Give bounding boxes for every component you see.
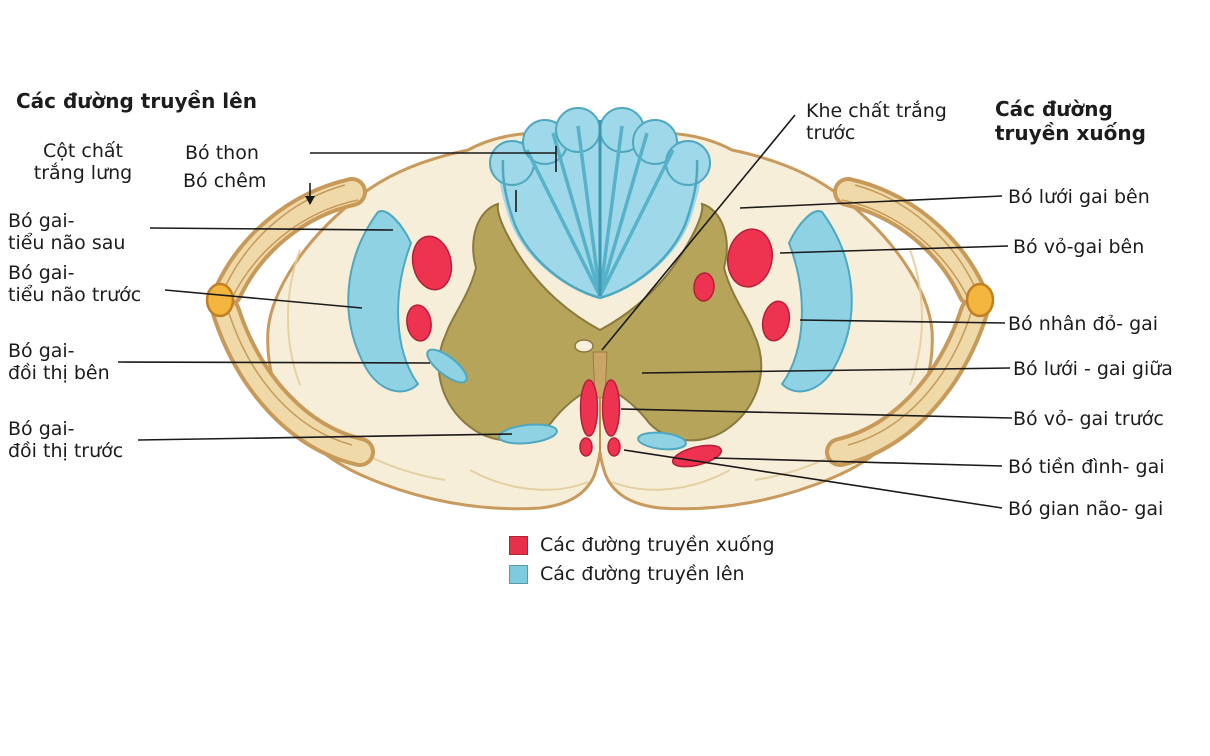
root-stub-right	[965, 282, 995, 318]
tract-corticospinal-anterior-left	[579, 379, 599, 437]
label-gai-doi-thi-truoc: Bó gai- đồi thị trước	[8, 418, 124, 463]
tract-small-left	[579, 437, 593, 457]
label-gai-tieu-nao-sau: Bó gai- tiểu não sau	[8, 210, 126, 255]
leader-tien-dinh-gai	[713, 457, 1003, 467]
label-vo-gai-ben: Bó vỏ-gai bên	[1013, 236, 1145, 258]
label-nhan-do-gai: Bó nhân đỏ- gai	[1008, 313, 1159, 335]
label-cot-chat-trang-lung: Cột chất trắng lưng	[33, 140, 133, 185]
label-tien-dinh-gai: Bó tiền đình- gai	[1008, 456, 1165, 478]
leader-gian-nao-gai	[623, 449, 1003, 509]
legend-item-ascending: Các đường truyền lên	[509, 563, 775, 585]
leader-khe-chat-trang	[601, 114, 796, 351]
leader-gai-doi-thi-truoc	[137, 433, 513, 441]
tract-reticulospinal-lateral	[693, 272, 715, 302]
tract-spinothalamic-lateral	[426, 348, 468, 384]
label-bo-chem: Bó chêm	[183, 170, 267, 192]
tract-spinothalamic-anterior-right	[637, 431, 687, 451]
legend-label-ascending: Các đường truyền lên	[540, 563, 745, 585]
header-descending: Các đường truyền xuống	[995, 97, 1146, 145]
label-khe-chat-trang-truoc: Khe chất trắng trước	[806, 100, 947, 145]
bo-chem-arrowhead	[305, 196, 315, 205]
central-canal	[574, 339, 594, 353]
label-luoi-gai-ben: Bó lưới gai bên	[1008, 186, 1150, 208]
legend-label-descending: Các đường truyền xuống	[540, 534, 775, 556]
legend-swatch-ascending	[509, 564, 528, 584]
dorsal-column-fan	[489, 107, 711, 300]
leader-luoi-gai-giua	[641, 367, 1011, 374]
tract-red-left-lower	[406, 304, 432, 342]
leader-vo-gai-ben	[779, 245, 1009, 254]
leader-nhan-do-gai	[799, 319, 1006, 324]
tract-red-left-upper	[411, 235, 453, 291]
leader-gai-doi-thi-ben	[117, 361, 431, 364]
tract-spinocerebellar-right	[780, 210, 853, 393]
leader-vo-gai-truoc	[620, 408, 1013, 419]
leader-lines	[117, 114, 1013, 509]
legend: Các đường truyền xuống Các đường truyền …	[509, 534, 775, 585]
label-gai-tieu-nao-truoc: Bó gai- tiểu não trước	[8, 262, 142, 307]
label-gian-nao-gai: Bó gian não- gai	[1008, 498, 1164, 520]
leader-luoi-gai-ben	[739, 195, 1003, 209]
tract-corticospinal-lateral	[727, 228, 773, 288]
descending-tracts-red	[406, 228, 791, 468]
leader-gai-tieu-nao-sau	[149, 227, 394, 231]
tract-rubrospinal	[761, 300, 791, 342]
header-ascending: Các đường truyền lên	[16, 89, 257, 113]
tract-corticospinal-anterior-right	[601, 379, 621, 437]
tract-spinothalamic-anterior-left	[498, 423, 558, 445]
ascending-tracts-blue	[347, 210, 853, 451]
label-luoi-gai-giua: Bó lưới - gai giữa	[1013, 358, 1173, 380]
legend-item-descending: Các đường truyền xuống	[509, 534, 775, 556]
legend-swatch-descending	[509, 535, 528, 555]
label-gai-doi-thi-ben: Bó gai- đồi thị bên	[8, 340, 110, 385]
label-bo-thon: Bó thon	[185, 142, 259, 164]
nerve-root-right	[825, 177, 995, 467]
tract-spinocerebellar-left	[347, 210, 420, 393]
tract-small-right	[607, 437, 621, 457]
root-stub-left	[205, 282, 235, 318]
leader-gai-tieu-nao-truoc	[164, 289, 363, 309]
tract-vestibulospinal	[671, 444, 723, 468]
label-vo-gai-truoc: Bó vỏ- gai trước	[1013, 408, 1164, 430]
